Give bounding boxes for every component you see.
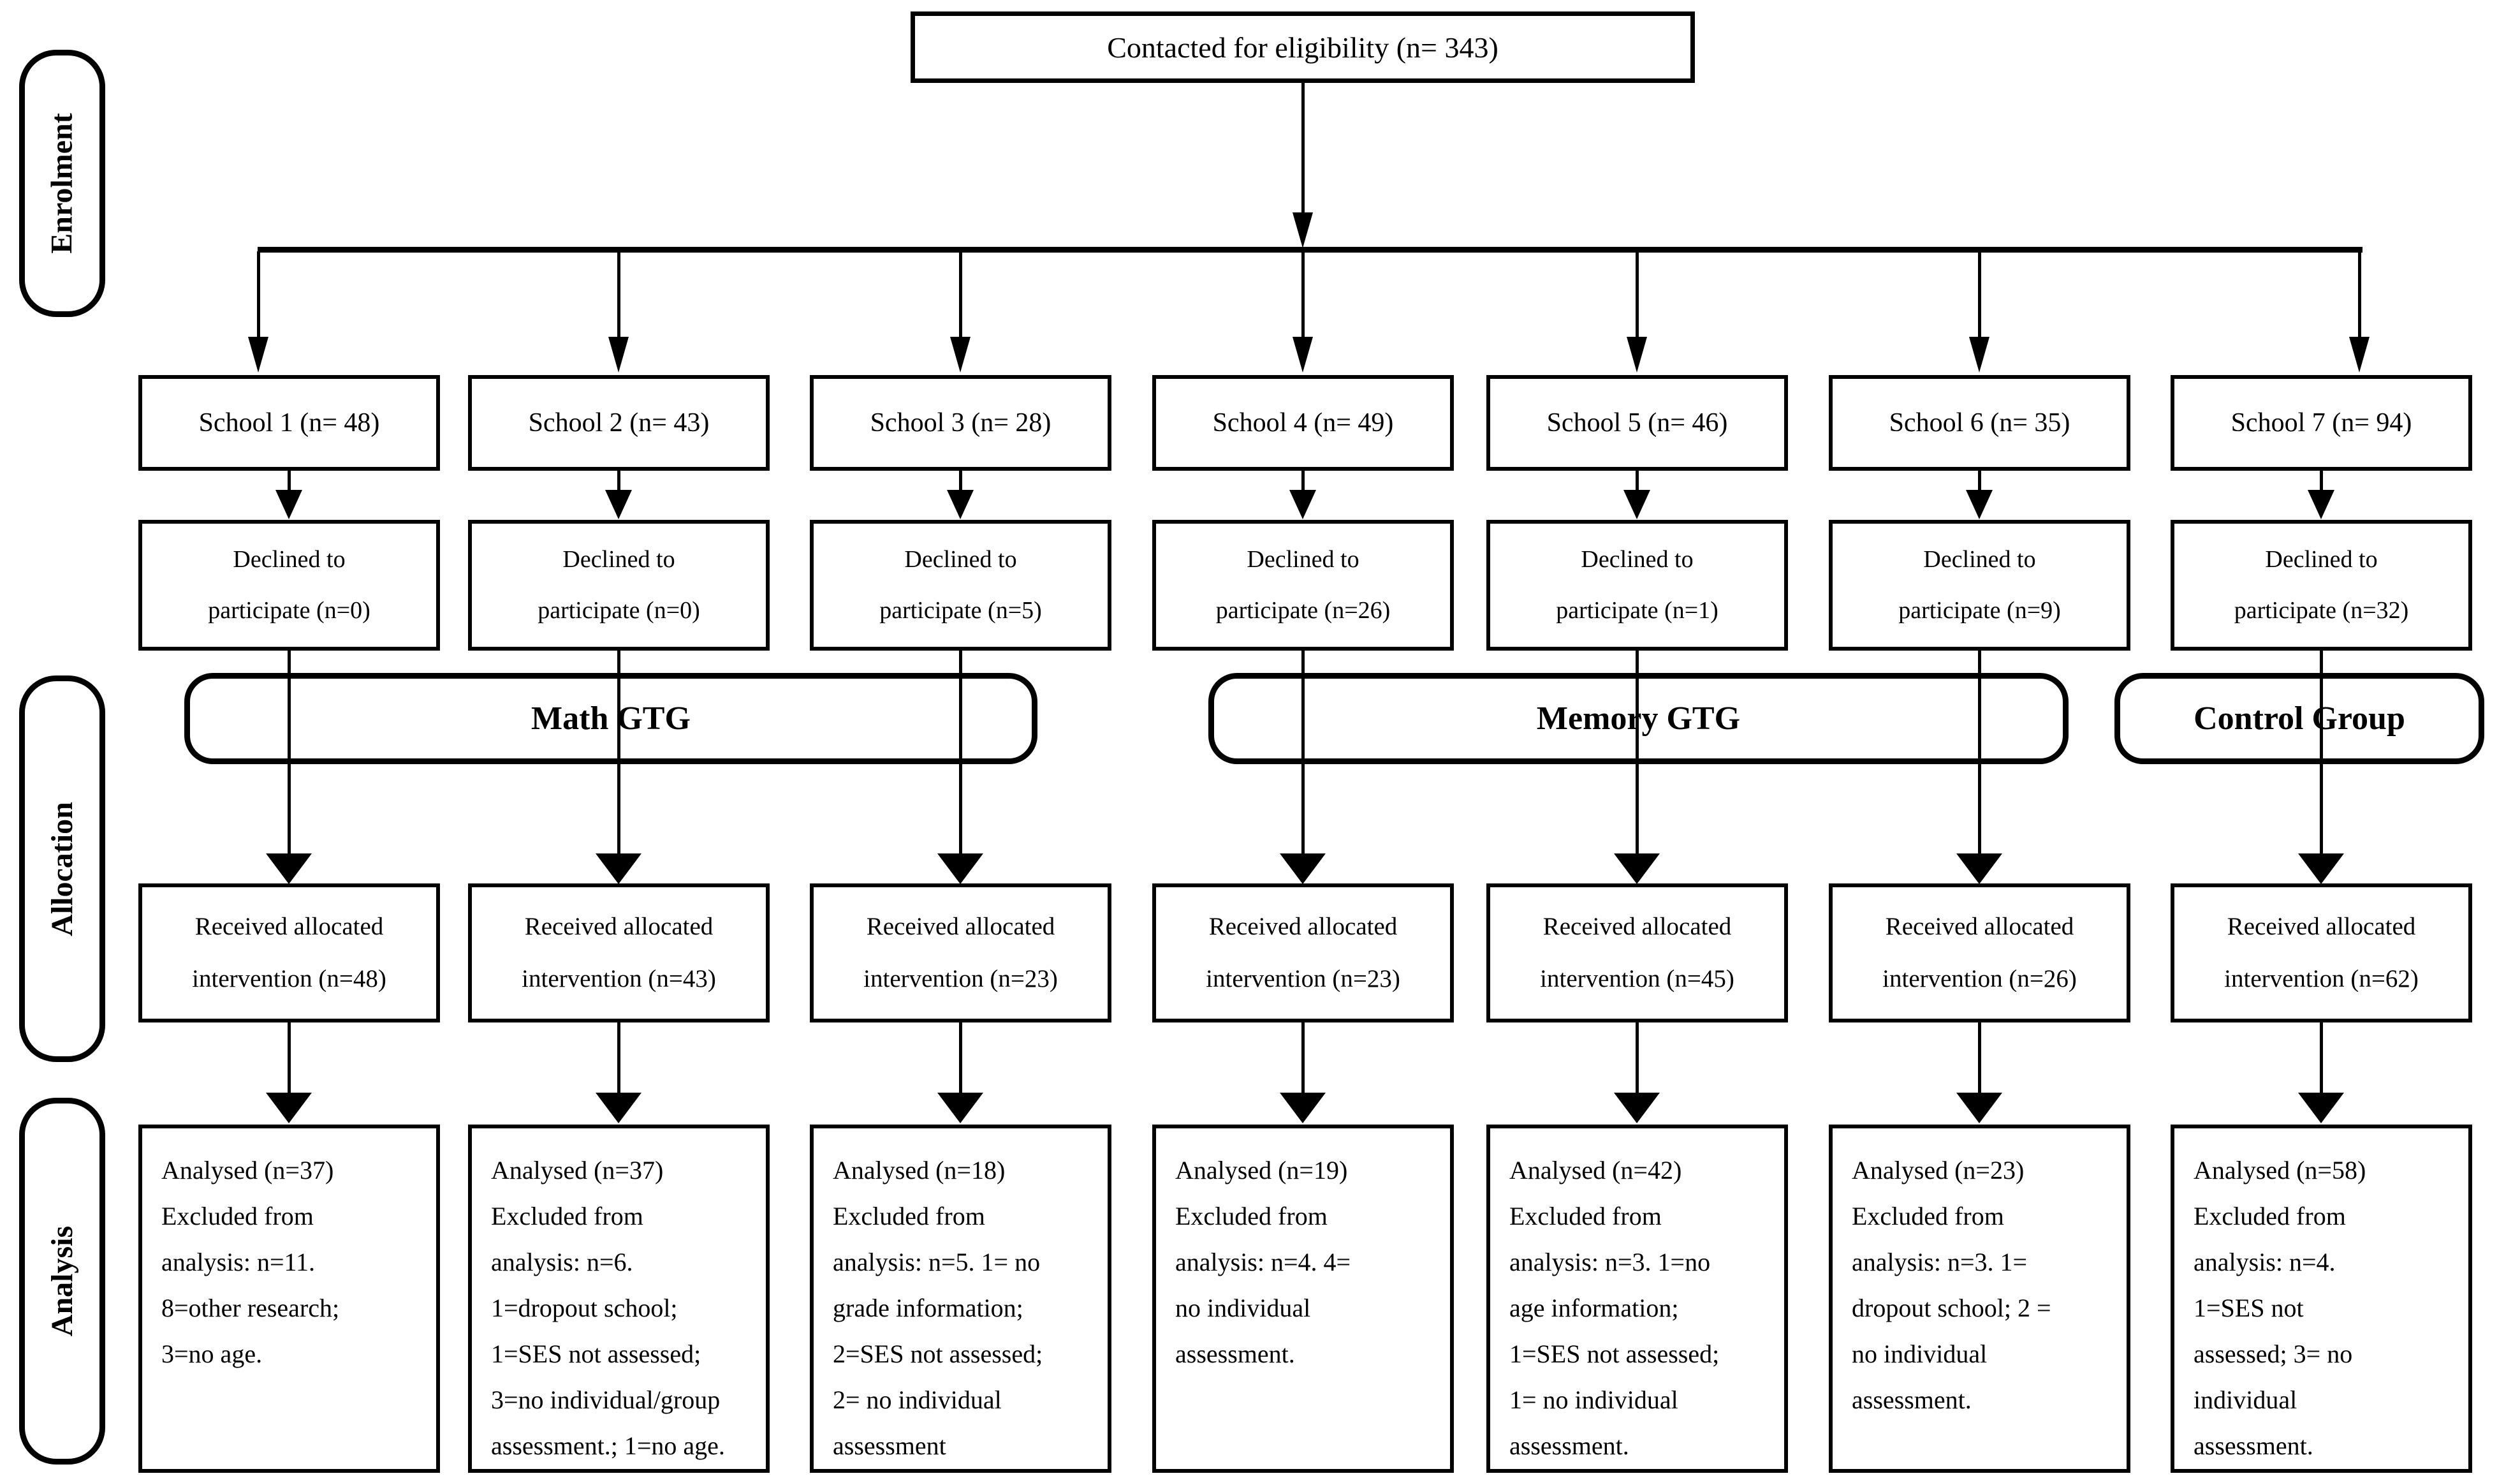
- arrow-down-icon-school-1: [248, 337, 268, 373]
- arrow-down-icon-analysed-4: [1280, 1093, 1326, 1123]
- declined-box-7: Declined to participate (n=32): [2171, 520, 2472, 651]
- connector-received-analysed-1: [288, 1021, 291, 1094]
- connector-declined-received-2: [617, 649, 620, 855]
- stage-allocation-label: Allocation: [45, 801, 79, 936]
- school-box-5: School 5 (n= 46): [1486, 375, 1788, 471]
- arrow-down-icon-declined-7: [2308, 490, 2334, 519]
- arrow-down-icon-analysed-7: [2298, 1093, 2344, 1123]
- analysed-box-4: Analysed (n=19) Excluded from analysis: …: [1152, 1125, 1454, 1473]
- received-box-7: Received allocated intervention (n=62): [2171, 883, 2472, 1022]
- arrow-down-icon-declined-3: [947, 490, 974, 519]
- connector-to-school-2: [617, 251, 620, 337]
- connector-to-school-4: [1301, 251, 1305, 337]
- connector-received-analysed-7: [2320, 1021, 2323, 1094]
- school-box-1: School 1 (n= 48): [138, 375, 440, 471]
- connector-declined-received-3: [959, 649, 962, 855]
- connector-received-analysed-4: [1301, 1021, 1305, 1094]
- school-box-4: School 4 (n= 49): [1152, 375, 1454, 471]
- connector-declined-received-6: [1978, 649, 1981, 855]
- stage-allocation: Allocation: [19, 675, 105, 1062]
- arrow-down-icon-declined-6: [1966, 490, 1993, 519]
- connector-school-declined-3: [959, 469, 962, 491]
- declined-box-2: Declined to participate (n=0): [468, 520, 770, 651]
- arrow-down-icon-school-2: [608, 337, 629, 373]
- analysed-box-3: Analysed (n=18) Excluded from analysis: …: [810, 1125, 1111, 1473]
- analysed-box-5: Analysed (n=42) Excluded from analysis: …: [1486, 1125, 1788, 1473]
- declined-box-6: Declined to participate (n=9): [1829, 520, 2130, 651]
- arrow-down-icon-analysed-2: [596, 1093, 641, 1123]
- connector-declined-received-7: [2320, 649, 2323, 855]
- connector-school-declined-1: [288, 469, 291, 491]
- connector-school-declined-6: [1978, 469, 1981, 491]
- arrow-down-icon-school-3: [950, 337, 971, 373]
- school-box-2: School 2 (n= 43): [468, 375, 770, 471]
- arrow-down-icon-analysed-6: [1956, 1093, 2002, 1123]
- arrow-down-icon-school-6: [1969, 337, 1989, 373]
- declined-box-5: Declined to participate (n=1): [1486, 520, 1788, 651]
- connector-to-school-1: [257, 251, 260, 337]
- arrow-down-icon-analysed-1: [266, 1093, 312, 1123]
- received-box-5: Received allocated intervention (n=45): [1486, 883, 1788, 1022]
- analysed-box-2: Analysed (n=37) Excluded from analysis: …: [468, 1125, 770, 1473]
- received-box-3: Received allocated intervention (n=23): [810, 883, 1111, 1022]
- arrow-down-icon-received-1: [266, 853, 312, 884]
- school-box-6: School 6 (n= 35): [1829, 375, 2130, 471]
- arrow-down-icon-declined-4: [1289, 490, 1316, 519]
- received-box-4: Received allocated intervention (n=23): [1152, 883, 1454, 1022]
- stage-analysis: Analysis: [19, 1098, 105, 1465]
- arrow-down-icon-analysed-3: [937, 1093, 983, 1123]
- analysed-box-6: Analysed (n=23) Excluded from analysis: …: [1829, 1125, 2130, 1473]
- connector-school-declined-2: [617, 469, 620, 491]
- arrow-down-icon-declined-5: [1623, 490, 1650, 519]
- stage-enrolment: Enrolment: [19, 50, 105, 317]
- connector-declined-received-4: [1301, 649, 1305, 855]
- group-box-control: Control Group: [2114, 673, 2484, 764]
- received-box-6: Received allocated intervention (n=26): [1829, 883, 2130, 1022]
- connector-received-analysed-3: [959, 1021, 962, 1094]
- analysed-box-1: Analysed (n=37) Excluded from analysis: …: [138, 1125, 440, 1473]
- connector-to-school-5: [1636, 251, 1639, 337]
- group-box-math-gtg: Math GTG: [184, 673, 1037, 764]
- connector-school-declined-4: [1301, 469, 1305, 491]
- received-box-1: Received allocated intervention (n=48): [138, 883, 440, 1022]
- connector-received-analysed-6: [1978, 1021, 1981, 1094]
- connector-received-analysed-5: [1636, 1021, 1639, 1094]
- analysed-box-7: Analysed (n=58) Excluded from analysis: …: [2171, 1125, 2472, 1473]
- arrow-down-icon-received-5: [1614, 853, 1660, 884]
- stage-analysis-label: Analysis: [45, 1225, 80, 1337]
- connector-to-school-6: [1978, 251, 1981, 337]
- arrow-down-icon-received-7: [2298, 853, 2344, 884]
- connector-to-school-7: [2358, 251, 2361, 337]
- connector-declined-received-1: [288, 649, 291, 855]
- arrow-down-icon-declined-1: [275, 490, 302, 519]
- arrow-down-icon-school-5: [1627, 337, 1647, 373]
- arrow-down-icon-school-7: [2349, 337, 2370, 373]
- stage-enrolment-label: Enrolment: [45, 113, 80, 254]
- connector-to-school-3: [959, 251, 962, 337]
- arrow-down-icon-school-4: [1293, 337, 1313, 373]
- arrow-down-icon-received-6: [1956, 853, 2002, 884]
- declined-box-3: Declined to participate (n=5): [810, 520, 1111, 651]
- arrow-down-icon-declined-2: [605, 490, 632, 519]
- contacted-box: Contacted for eligibility (n= 343): [911, 11, 1695, 83]
- arrow-down-icon-received-2: [596, 853, 641, 884]
- received-box-2: Received allocated intervention (n=43): [468, 883, 770, 1022]
- arrow-down-icon-received-3: [937, 853, 983, 884]
- connector-contacted: [1301, 82, 1305, 214]
- school-box-3: School 3 (n= 28): [810, 375, 1111, 471]
- connector-received-analysed-2: [617, 1021, 620, 1094]
- arrow-down-icon-received-4: [1280, 853, 1326, 884]
- group-box-memory-gtg: Memory GTG: [1208, 673, 2069, 764]
- connector-school-declined-5: [1636, 469, 1639, 491]
- connector-declined-received-5: [1636, 649, 1639, 855]
- arrow-down-icon-contacted: [1293, 212, 1313, 248]
- connector-school-declined-7: [2320, 469, 2323, 491]
- declined-box-1: Declined to participate (n=0): [138, 520, 440, 651]
- connector-distribution-bar: [258, 247, 2362, 253]
- arrow-down-icon-analysed-5: [1614, 1093, 1660, 1123]
- declined-box-4: Declined to participate (n=26): [1152, 520, 1454, 651]
- school-box-7: School 7 (n= 94): [2171, 375, 2472, 471]
